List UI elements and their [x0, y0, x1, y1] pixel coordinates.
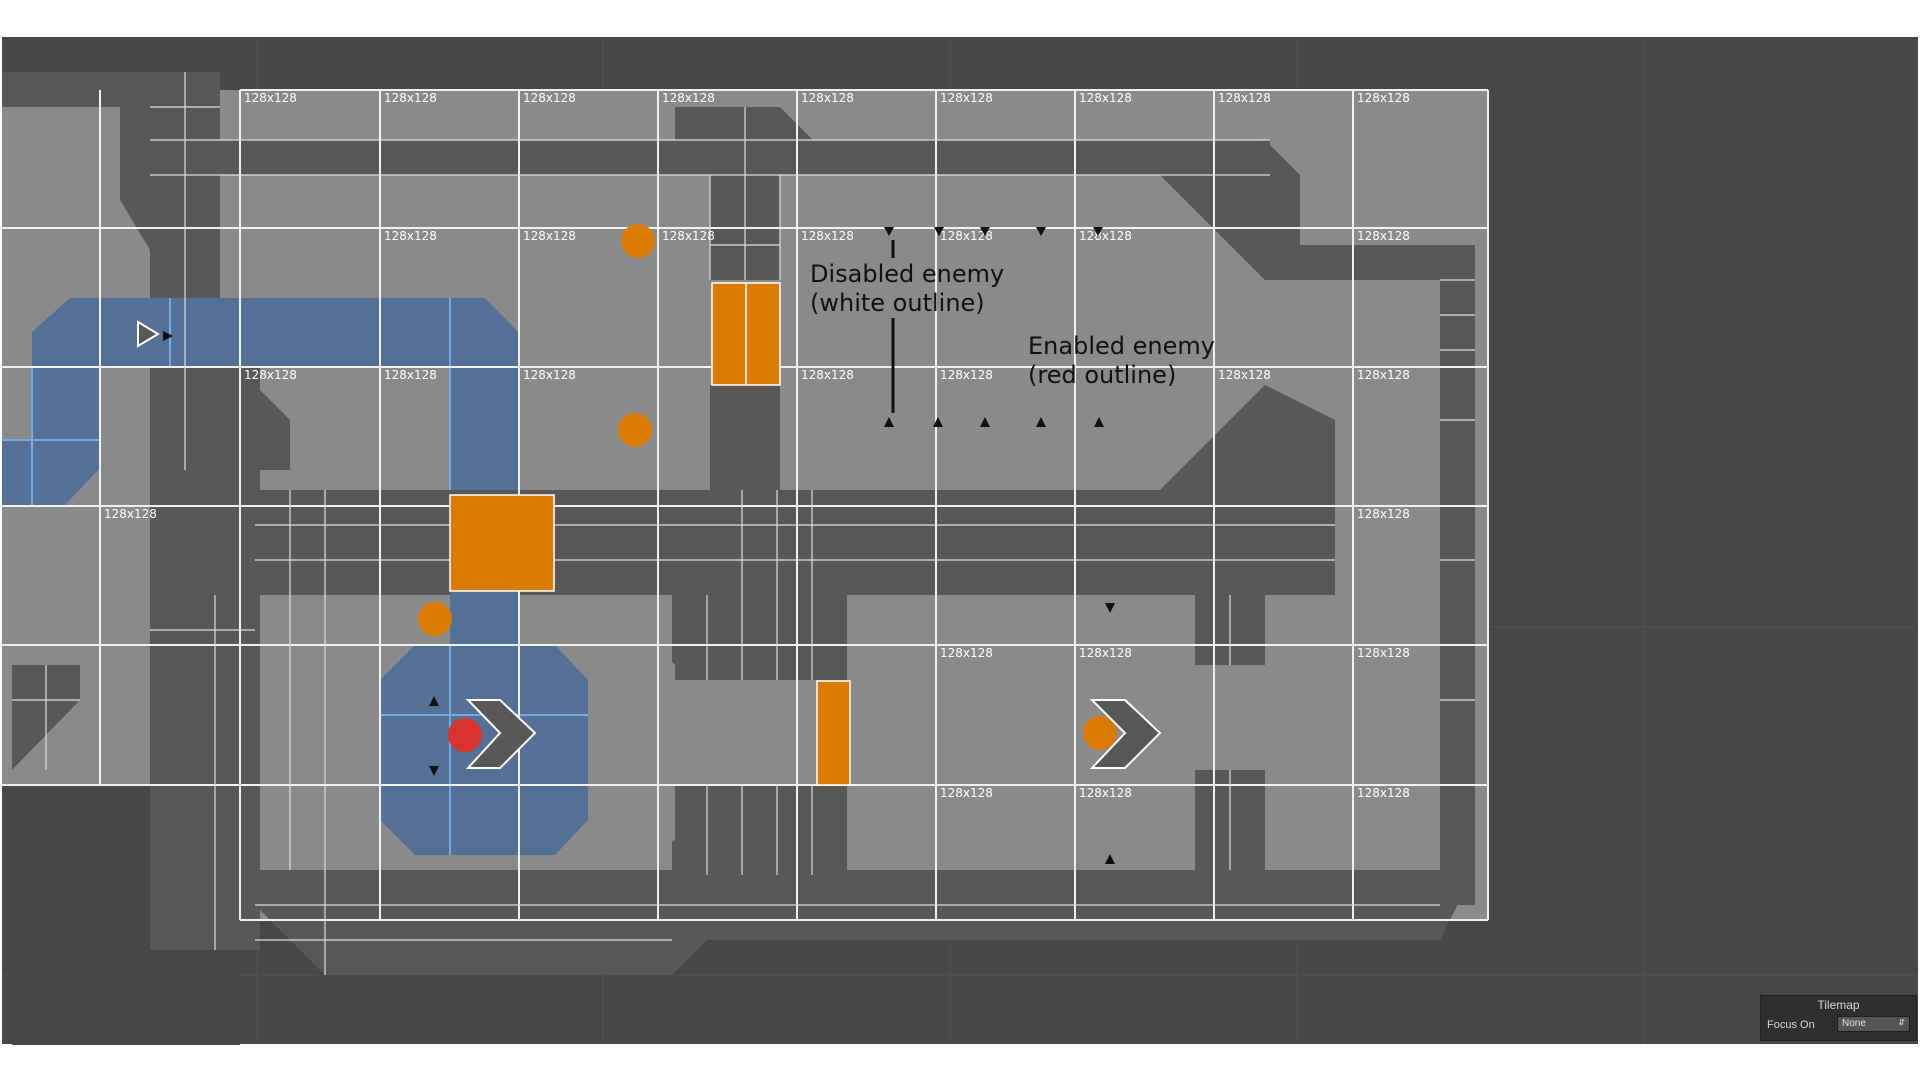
pickup-orb: [621, 224, 655, 258]
enemy-enabled: [429, 766, 439, 776]
enemy-disabled: [1036, 227, 1046, 236]
svg-text:128x128: 128x128: [940, 786, 993, 800]
pickup-orb: [618, 413, 652, 447]
pickups: [418, 224, 1117, 750]
player-marker: [448, 718, 482, 752]
svg-text:128x128: 128x128: [940, 91, 993, 105]
svg-text:128x128: 128x128: [1079, 91, 1132, 105]
svg-text:128x128: 128x128: [1079, 646, 1132, 660]
spawn-arrows: [137, 320, 1162, 769]
svg-text:128x128: 128x128: [523, 91, 576, 105]
svg-text:128x128: 128x128: [801, 368, 854, 382]
enemy-disabled: [884, 227, 894, 236]
door-center: [449, 494, 555, 592]
annotations: Disabled enemy (white outline) Enabled e…: [810, 240, 1215, 413]
focus-on-label: Focus On: [1767, 1019, 1815, 1031]
svg-text:128x128: 128x128: [1357, 91, 1410, 105]
annotation-enabled-line1: Enabled enemy: [1028, 332, 1215, 360]
svg-text:128x128: 128x128: [384, 91, 437, 105]
annotation-disabled-line1: Disabled enemy: [810, 260, 1004, 288]
chunk-labels: 128x128 128x128 128x128 128x128 128x128 …: [104, 91, 1410, 800]
enemy-markers: [163, 227, 1115, 864]
svg-text:128x128: 128x128: [1079, 229, 1132, 243]
enemy-disabled: [1093, 227, 1103, 236]
focus-on-value: None: [1842, 1018, 1866, 1029]
enemy-enabled: [933, 417, 943, 427]
svg-text:128x128: 128x128: [1357, 229, 1410, 243]
svg-text:128x128: 128x128: [1357, 646, 1410, 660]
svg-text:128x128: 128x128: [1357, 507, 1410, 521]
svg-text:128x128: 128x128: [801, 91, 854, 105]
svg-text:128x128: 128x128: [940, 229, 993, 243]
svg-text:128x128: 128x128: [384, 368, 437, 382]
tilemap-overlay-panel: Tilemap Focus On None ⇵: [1760, 995, 1917, 1041]
enemy-enabled: [1094, 417, 1104, 427]
chevron-updown-icon: ⇵: [1898, 1018, 1905, 1027]
svg-text:128x128: 128x128: [1357, 368, 1410, 382]
svg-text:128x128: 128x128: [244, 368, 297, 382]
svg-text:128x128: 128x128: [1357, 786, 1410, 800]
annotation-enabled-line2: (red outline): [1028, 361, 1176, 389]
enemy-enabled: [1105, 854, 1115, 864]
svg-text:128x128: 128x128: [1218, 91, 1271, 105]
enemy-enabled: [980, 417, 990, 427]
pickup-orb: [418, 602, 452, 636]
svg-text:128x128: 128x128: [662, 91, 715, 105]
enemy-disabled: [934, 227, 944, 236]
svg-text:128x128: 128x128: [384, 229, 437, 243]
svg-text:128x128: 128x128: [940, 646, 993, 660]
svg-text:128x128: 128x128: [662, 229, 715, 243]
enemy-enabled: [163, 331, 173, 341]
pickup-orb: [1083, 716, 1117, 750]
enemy-enabled: [1105, 603, 1115, 613]
svg-text:128x128: 128x128: [940, 368, 993, 382]
svg-text:128x128: 128x128: [1218, 368, 1271, 382]
enemy-enabled: [884, 417, 894, 427]
svg-text:128x128: 128x128: [523, 368, 576, 382]
annotation-disabled-line2: (white outline): [810, 289, 985, 317]
enemy-enabled: [1036, 417, 1046, 427]
svg-text:128x128: 128x128: [1079, 786, 1132, 800]
tilemap-panel-title: Tilemap: [1817, 998, 1860, 1012]
svg-text:128x128: 128x128: [104, 507, 157, 521]
door-vertical-bottom: [816, 680, 851, 786]
svg-text:128x128: 128x128: [801, 229, 854, 243]
svg-text:128x128: 128x128: [244, 91, 297, 105]
enemy-disabled: [980, 227, 990, 236]
focus-on-dropdown[interactable]: None ⇵: [1837, 1016, 1910, 1032]
wall-tile-grid: [12, 72, 1475, 975]
svg-text:128x128: 128x128: [523, 229, 576, 243]
enemy-enabled: [429, 696, 439, 706]
